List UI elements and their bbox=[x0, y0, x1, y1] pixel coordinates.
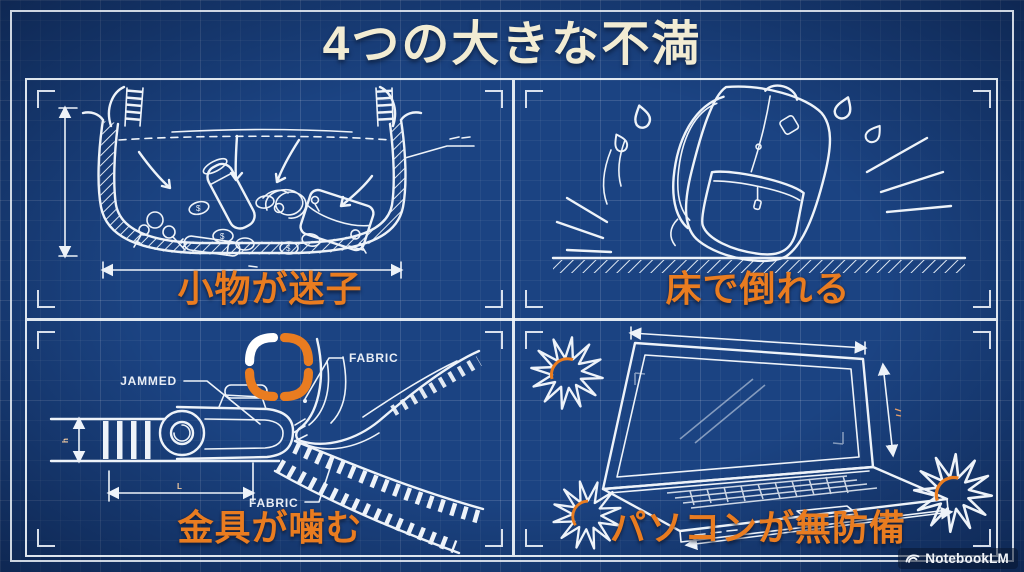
page-title: 4つの大きな不満 bbox=[322, 18, 702, 71]
drop-arrows bbox=[137, 134, 374, 208]
pen-icon bbox=[183, 235, 241, 257]
corner-bracket bbox=[485, 290, 503, 308]
laptop-illustration bbox=[530, 326, 994, 551]
zipper-teeth-closed bbox=[49, 417, 281, 463]
dimension-lines bbox=[628, 326, 954, 551]
fabric-bottom-label: FABRIC bbox=[249, 496, 298, 510]
impact-lines bbox=[555, 136, 953, 254]
bag-wall-hatch bbox=[99, 121, 407, 255]
coin-symbol: $ bbox=[220, 232, 225, 241]
coin-symbol: $ bbox=[196, 204, 201, 213]
dimension-lines: h L bbox=[61, 416, 256, 502]
corner-bracket bbox=[485, 529, 503, 547]
bag-outline bbox=[81, 111, 423, 255]
scattered-items: $ $ $ bbox=[133, 157, 375, 257]
anger-icon bbox=[244, 332, 314, 402]
ground-line bbox=[551, 256, 967, 273]
impact-starbursts bbox=[530, 336, 994, 550]
panel-caption: パソコンが無防備 bbox=[609, 507, 906, 548]
panel-caption: 床で倒れる bbox=[665, 268, 851, 309]
bag-straps bbox=[107, 85, 397, 128]
corner-bracket bbox=[973, 290, 991, 308]
keyboard-grid bbox=[666, 475, 878, 509]
panel-hardware-bites: JAMMED FABRIC FABRIC h L bbox=[27, 321, 513, 557]
bottle-icon bbox=[202, 157, 256, 230]
backpack-icon bbox=[670, 84, 832, 263]
wallet-icon bbox=[299, 188, 375, 252]
corner-bracket bbox=[525, 90, 543, 108]
corner-bracket bbox=[973, 331, 991, 349]
jammed-label: JAMMED bbox=[120, 374, 177, 388]
coin-symbol: $ bbox=[286, 244, 291, 253]
vertical-divider bbox=[512, 80, 515, 555]
dimension-lines bbox=[58, 105, 404, 279]
panel-caption: 金具が噛む bbox=[177, 507, 363, 548]
coins-icon: $ $ $ bbox=[188, 195, 321, 255]
corner-bracket bbox=[973, 90, 991, 108]
corner-bracket bbox=[37, 331, 55, 349]
clip-icon bbox=[348, 242, 367, 254]
starburst-icon bbox=[912, 452, 994, 534]
panel-small-items-lost: $ $ $ bbox=[27, 80, 513, 318]
zipper-slider-icon bbox=[158, 384, 295, 461]
quadrant-frame: $ $ $ bbox=[25, 78, 998, 557]
corner-bracket bbox=[485, 90, 503, 108]
callout-leader bbox=[404, 136, 475, 159]
horizontal-divider bbox=[27, 318, 996, 321]
tangled-cable-icon bbox=[262, 188, 320, 219]
zipper-teeth-open bbox=[273, 439, 485, 555]
laptop-icon bbox=[601, 341, 949, 543]
panel-caption: 小物が迷子 bbox=[177, 268, 363, 309]
panel-falls-on-floor: 床で倒れる bbox=[515, 80, 1001, 318]
length-dim-label: L bbox=[177, 482, 182, 491]
panel-laptop-unprotected: パソコンが無防備 bbox=[515, 321, 1001, 557]
watermark-badge: NotebookLM bbox=[898, 548, 1018, 569]
corner-bracket bbox=[37, 529, 55, 547]
corner-bracket bbox=[37, 290, 55, 308]
watermark-brand: NotebookLM bbox=[925, 551, 1009, 566]
bag-crosssection-illustration: $ $ $ bbox=[58, 85, 475, 279]
falling-backpack-illustration bbox=[551, 84, 967, 273]
keys-icon bbox=[133, 211, 188, 251]
corner-bracket bbox=[37, 90, 55, 108]
corner-bracket bbox=[485, 331, 503, 349]
sweat-drops-icon bbox=[614, 96, 881, 153]
notebooklm-logo-icon bbox=[905, 554, 920, 563]
height-dim-label: h bbox=[61, 438, 70, 443]
corner-bracket bbox=[973, 529, 991, 547]
annotation-labels: JAMMED FABRIC FABRIC bbox=[120, 351, 398, 510]
starburst-icon bbox=[530, 336, 604, 410]
ring-icon bbox=[273, 202, 285, 214]
corner-bracket bbox=[525, 290, 543, 308]
starburst-icon bbox=[552, 480, 622, 550]
corner-bracket bbox=[525, 529, 543, 547]
zipper-jam-illustration: JAMMED FABRIC FABRIC h L bbox=[49, 332, 485, 555]
outer-border bbox=[10, 10, 1014, 562]
corner-bracket bbox=[525, 331, 543, 349]
fabric-top-label: FABRIC bbox=[349, 351, 398, 365]
